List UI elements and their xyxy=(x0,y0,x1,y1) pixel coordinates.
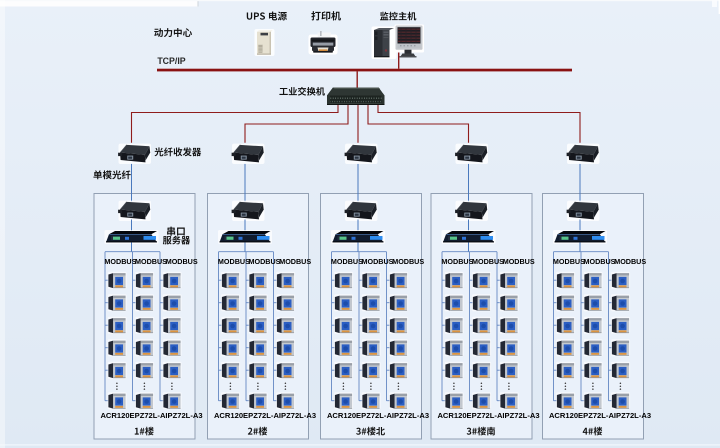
svg-text:MODBUS: MODBUS xyxy=(503,257,535,266)
svg-text:ACR120EPZ72L-AIPZ72L-A3: ACR120EPZ72L-AIPZ72L-A3 xyxy=(549,411,651,420)
svg-text:ACR120EPZ72L-AIPZ72L-A3: ACR120EPZ72L-AIPZ72L-A3 xyxy=(214,411,316,420)
svg-text:MODBUS: MODBUS xyxy=(392,257,424,266)
svg-text:MODBUS: MODBUS xyxy=(135,257,167,266)
svg-text:MODBUS: MODBUS xyxy=(331,257,363,266)
svg-text:MODBUS: MODBUS xyxy=(249,257,281,266)
svg-text:MODBUS: MODBUS xyxy=(441,257,473,266)
svg-text:MODBUS: MODBUS xyxy=(362,257,394,266)
svg-text:ACR120EPZ72L-AIPZ72L-A3: ACR120EPZ72L-AIPZ72L-A3 xyxy=(437,411,539,420)
svg-text:MODBUS: MODBUS xyxy=(472,257,504,266)
svg-text:MODBUS: MODBUS xyxy=(218,257,250,266)
svg-text:MODBUS: MODBUS xyxy=(614,257,646,266)
svg-text:MODBUS: MODBUS xyxy=(553,257,585,266)
svg-text:MODBUS: MODBUS xyxy=(104,257,136,266)
svg-text:MODBUS: MODBUS xyxy=(166,257,198,266)
svg-text:MODBUS: MODBUS xyxy=(584,257,616,266)
svg-text:ACR120EPZ72L-AIPZ72L-A3: ACR120EPZ72L-AIPZ72L-A3 xyxy=(100,411,202,420)
svg-text:TCP/IP: TCP/IP xyxy=(157,56,185,66)
svg-text:ACR120EPZ72L-AIPZ72L-A3: ACR120EPZ72L-AIPZ72L-A3 xyxy=(327,411,429,420)
svg-text:MODBUS: MODBUS xyxy=(279,257,311,266)
